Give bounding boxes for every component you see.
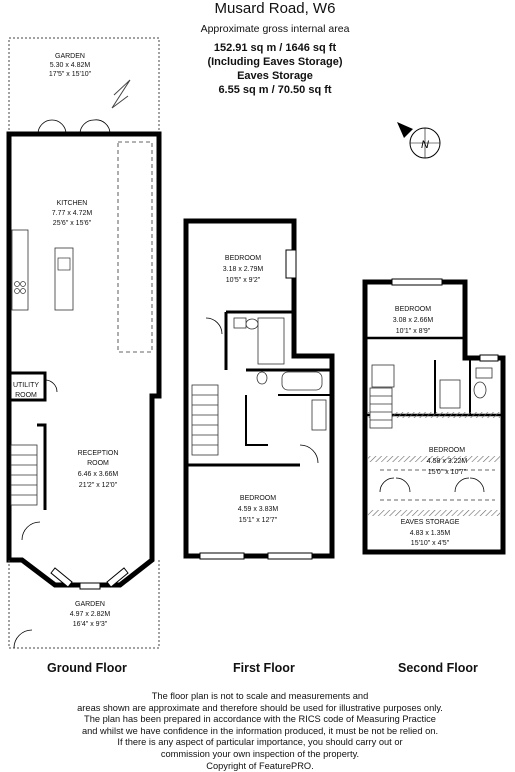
- ground-floor-walls: [6, 131, 162, 588]
- kitchen-island: [54, 247, 74, 311]
- kitchen-name: KITCHEN: [57, 200, 88, 207]
- compass-letter: N: [421, 139, 429, 151]
- ground-floor-plan: [6, 37, 162, 649]
- rear-garden-imperial: 17'5" x 15'10": [49, 71, 92, 78]
- disclaimer-line: areas shown are approximate and therefor…: [77, 702, 443, 713]
- compass: N: [397, 122, 441, 159]
- front-garden-imperial: 16'4" x 9'3": [73, 621, 108, 628]
- reception-name-line1: RECEPTION: [78, 450, 119, 457]
- first-floor-walls: [183, 218, 335, 559]
- disclaimer-line: If there is any aspect of particular imp…: [117, 737, 403, 748]
- utility-name-line1: UTILITY: [13, 382, 39, 389]
- sf-front-bedroom-name: BEDROOM: [429, 447, 465, 454]
- area-note: (Including Eaves Storage): [207, 56, 343, 68]
- disclaimer-line: The floor plan is not to scale and measu…: [151, 691, 369, 701]
- property-title: Musard Road, W6: [214, 0, 336, 17]
- sf-front-bedroom-imperial: 15'0" x 10'7": [428, 469, 467, 476]
- ff-front-bedroom-metric: 4.59 x 3.83M: [238, 506, 279, 513]
- second-floor-plan: [362, 278, 506, 555]
- disclaimer-line: and whilst we have confidence in the inf…: [81, 725, 439, 736]
- ff-front-bedroom-name: BEDROOM: [240, 495, 276, 502]
- sf-rear-bedroom-metric: 3.08 x 2.66M: [393, 317, 434, 324]
- disclaimer-line: Copyright of FeaturePRO.: [206, 760, 314, 771]
- rear-garden-name: GARDEN: [55, 53, 85, 60]
- first-floor-plan: [183, 218, 335, 560]
- utility-name-line2: ROOM: [15, 392, 37, 399]
- ground-floor-label: Ground Floor: [47, 661, 127, 675]
- eaves-storage-metric: 4.83 x 1.35M: [410, 530, 451, 537]
- area-subtitle: Approximate gross internal area: [200, 23, 350, 35]
- kitchen-metric: 7.77 x 4.72M: [52, 210, 93, 217]
- ff-rear-bedroom-name: BEDROOM: [225, 255, 261, 262]
- eaves-storage-name: EAVES STORAGE: [401, 519, 460, 526]
- front-garden-outline: [8, 560, 160, 649]
- eaves-storage-heading: Eaves Storage: [237, 70, 313, 82]
- sf-front-bedroom-metric: 4.58 x 3.22M: [427, 458, 468, 465]
- reception-metric: 6.46 x 3.66M: [78, 471, 119, 478]
- front-garden-name: GARDEN: [75, 601, 105, 608]
- first-floor-label: First Floor: [233, 661, 295, 675]
- disclaimer: The floor plan is not to scale and measu…: [70, 691, 450, 772]
- ff-front-bedroom-imperial: 15'1" x 12'7": [239, 517, 278, 524]
- kitchen-imperial: 25'6" x 15'6": [53, 220, 92, 227]
- ff-rear-bedroom-imperial: 10'5" x 9'2": [226, 277, 261, 284]
- disclaimer-line: commission your own inspection of the pr…: [160, 748, 360, 759]
- reception-name-line2: ROOM: [87, 460, 109, 467]
- reception-imperial: 21'2" x 12'0": [79, 482, 118, 489]
- second-floor-label: Second Floor: [398, 661, 478, 675]
- disclaimer-line: The plan has been prepared in accordance…: [84, 714, 436, 725]
- total-area: 152.91 sq m / 1646 sq ft: [213, 42, 337, 54]
- ff-rear-bedroom-metric: 3.18 x 2.79M: [223, 266, 264, 273]
- second-floor-walls: [362, 279, 506, 555]
- sf-rear-bedroom-name: BEDROOM: [395, 306, 431, 313]
- front-garden-metric: 4.97 x 2.82M: [70, 611, 111, 618]
- north-arrow-icon: [397, 122, 413, 138]
- sf-rear-bedroom-imperial: 10'1" x 8'9": [396, 328, 431, 335]
- eaves-storage-area: 6.55 sq m / 70.50 sq ft: [218, 84, 332, 96]
- rear-garden-metric: 5.30 x 4.82M: [50, 62, 91, 69]
- eaves-storage-imperial: 15'10" x 4'5": [411, 540, 450, 547]
